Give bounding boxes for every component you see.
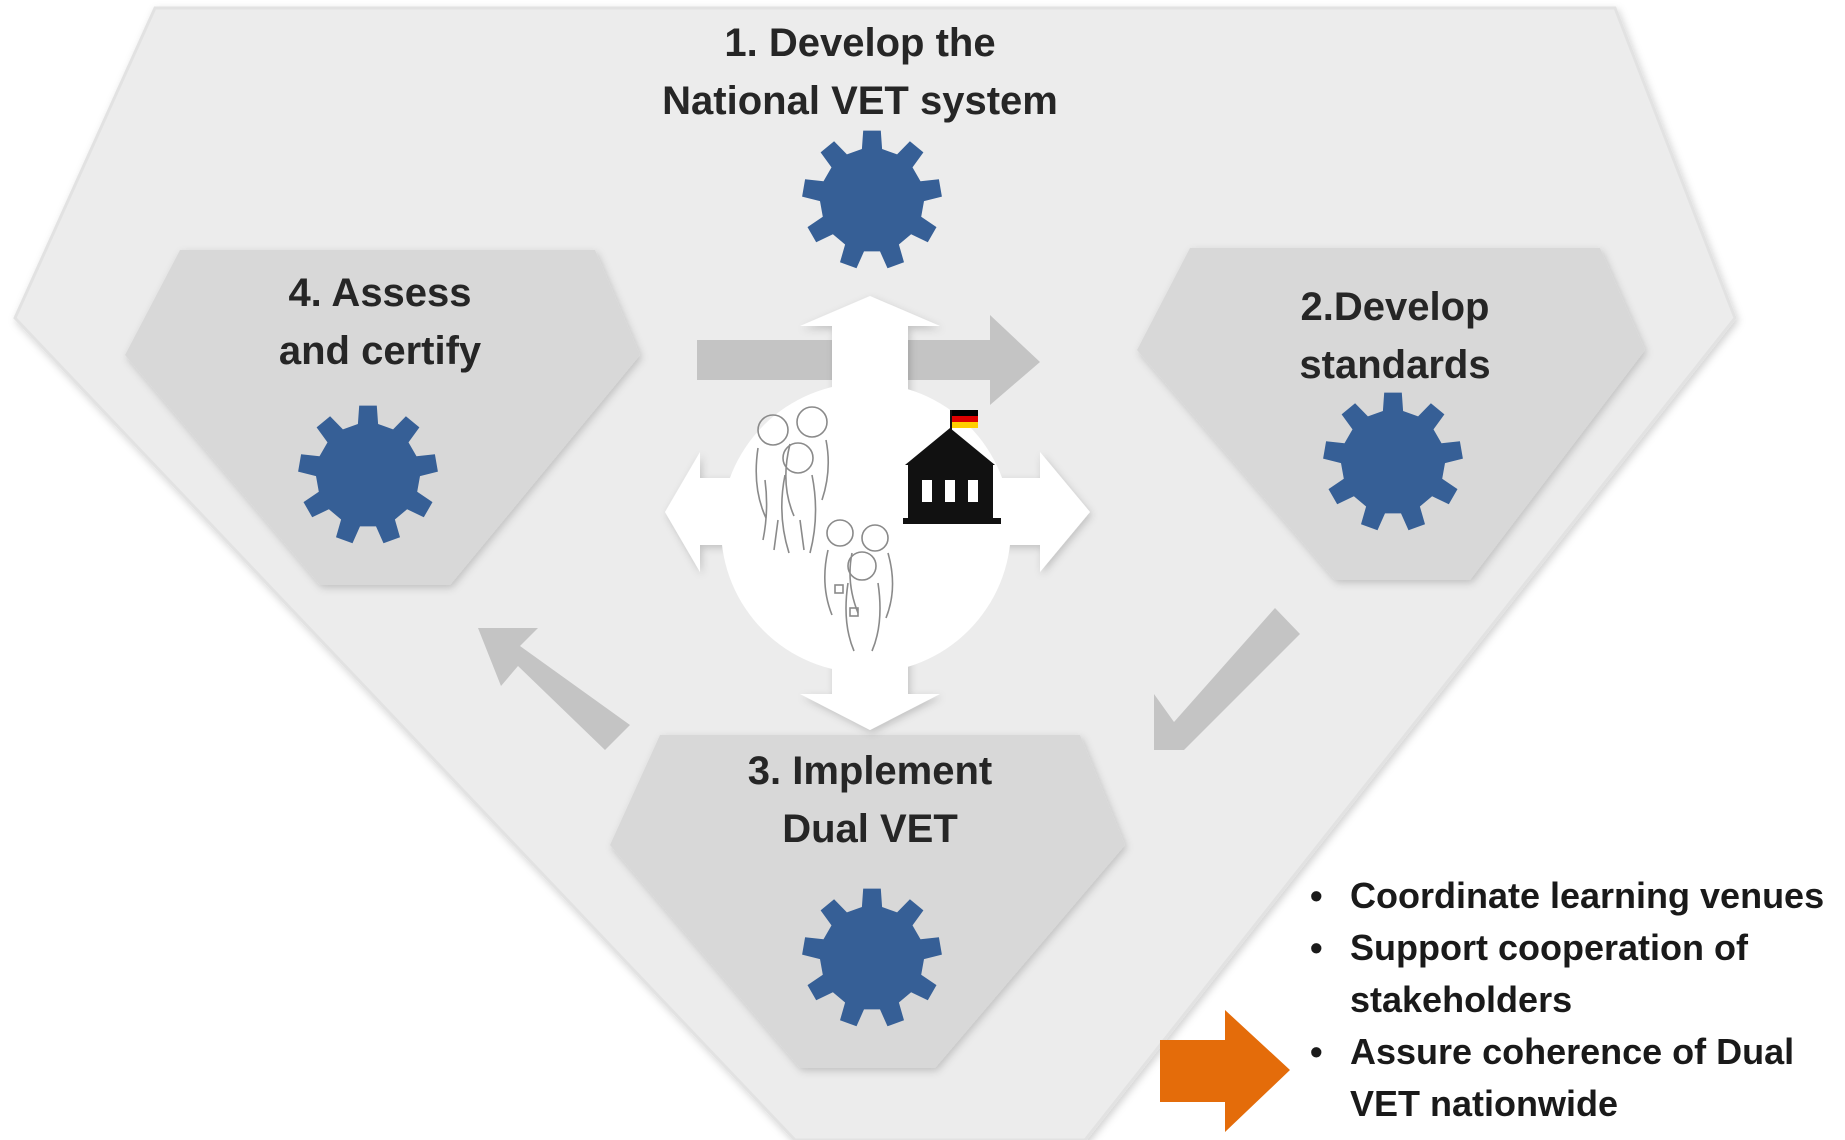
step-1-line2: National VET system: [662, 79, 1058, 123]
apprentices-sketch-icon: [755, 406, 830, 554]
orange-arrow-icon: [1160, 1010, 1290, 1132]
gear-icon-step-3: [802, 888, 942, 1027]
bullet-item: Coordinate learning venues: [1300, 870, 1845, 922]
apprentices-sketch-icon-2: [824, 519, 894, 652]
gear-icon-step-2: [1323, 392, 1463, 531]
step-4-line1: 4. Assess: [288, 271, 472, 315]
step-2-label: 2.Develop standards: [1240, 278, 1550, 394]
step-3-line2: Dual VET: [782, 807, 958, 851]
gear-icon-step-1: [802, 130, 942, 269]
step-4-shape: [125, 250, 640, 585]
step-3-bullet-list: Coordinate learning venues Support coope…: [1300, 870, 1845, 1130]
cycle-arrow-2-to-3: [1154, 608, 1300, 750]
cycle-arrow-3-to-4: [478, 628, 630, 750]
step-1-label: 1. Develop the National VET system: [640, 14, 1080, 130]
bullet-item: Support cooperation of stakeholders: [1300, 922, 1750, 1026]
step-3-line1: 3. Implement: [747, 749, 993, 793]
gear-icon-step-4: [298, 405, 438, 544]
step-3-label: 3. Implement Dual VET: [700, 742, 1040, 858]
step-2-line2: standards: [1299, 343, 1491, 387]
school-house-icon: [903, 410, 1001, 524]
bullet-item: Assure coherence of Dual VET nationwide: [1300, 1026, 1820, 1130]
step-1-line1: 1. Develop the: [724, 21, 996, 65]
step-4-line2: and certify: [278, 329, 482, 373]
germany-flag-icon: [952, 410, 978, 428]
step-2-line1: 2.Develop: [1300, 285, 1490, 329]
step-4-label: 4. Assess and certify: [230, 264, 530, 380]
